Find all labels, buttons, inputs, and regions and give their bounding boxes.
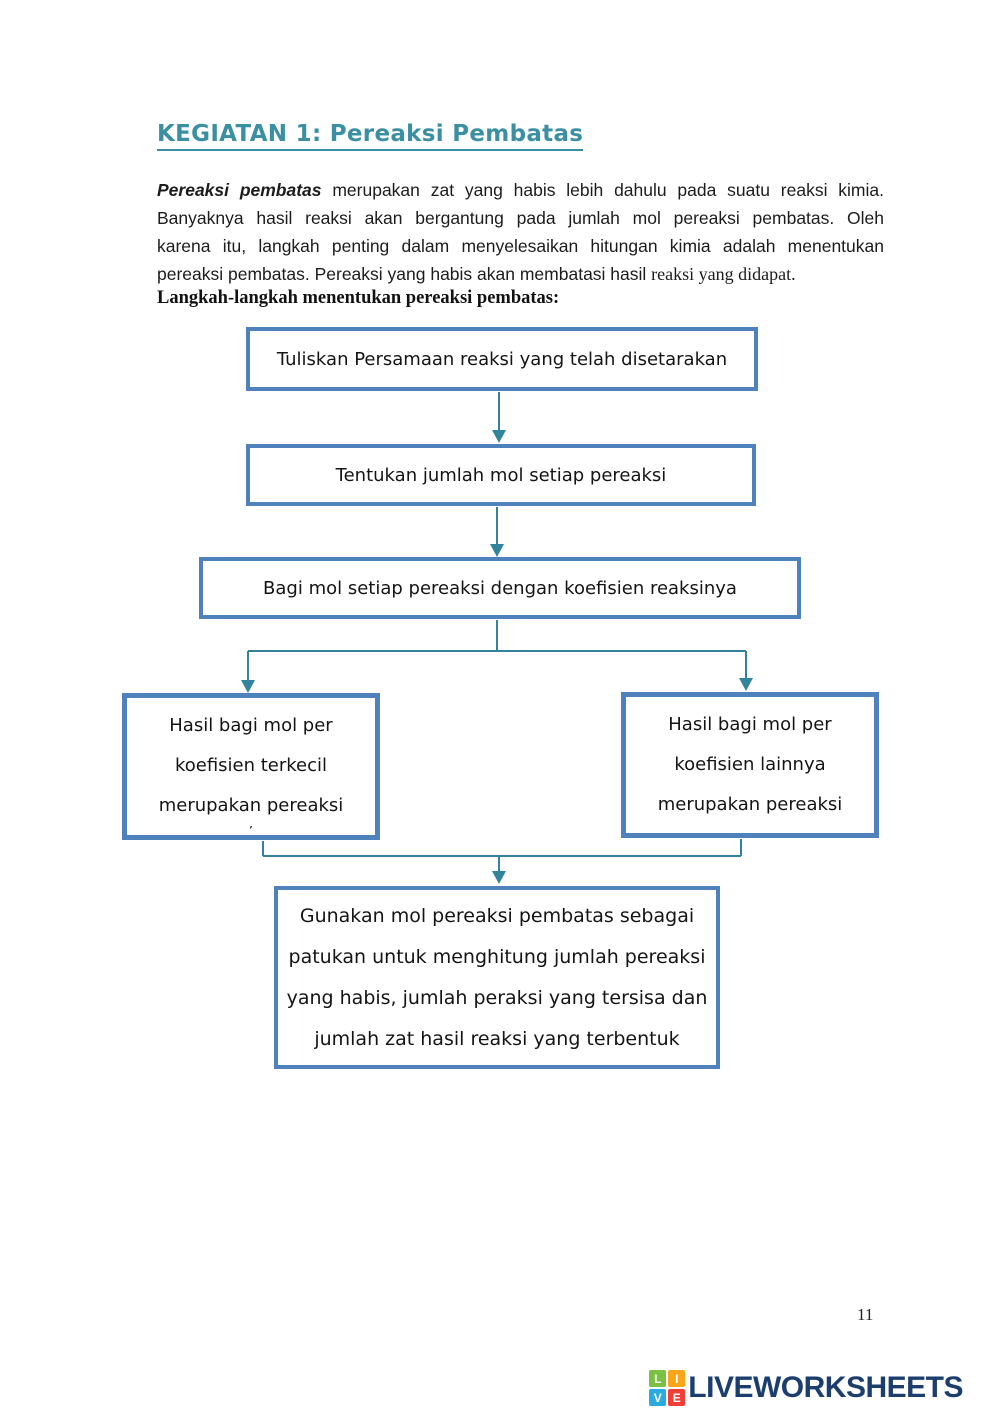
flow-final-line-4: jumlah zat hasil reaksi yang terbentuk [314,1027,680,1050]
liveworksheets-wordmark: LIVEWORKSHEETS [688,1371,963,1404]
steps-subheading: Langkah-langkah menentukan pereaksi pemb… [157,288,560,308]
intro-lead-bold: Pereaksi pembatas [157,180,322,200]
intro-paragraph: Pereaksi pembatas merupakan zat yang hab… [157,176,884,288]
page-title: KEGIATAN 1: Pereaksi Pembatas [157,121,584,151]
logo-tile-e: E [668,1389,686,1406]
intro-line-4: pereaksi pembatas. Pereaksi yang habis a… [157,260,884,288]
flow-branch-right-clipped-text: . [748,825,753,833]
flow-step-write-equation: Tuliskan Persamaan reaksi yang telah dis… [246,327,758,391]
intro-line-1: Pereaksi pembatas merupakan zat yang hab… [157,176,884,204]
flow-branch-other-coefficient: Hasil bagi mol per koefisien lainnya mer… [621,692,879,838]
flow-final-line-3: yang habis, jumlah peraksi yang tersisa … [286,986,708,1009]
logo-tile-i: I [668,1370,686,1387]
flow-step-determine-mol: Tentukan jumlah mol setiap pereaksi [246,444,756,506]
flow-branch-left-clipped-text: ʼ [248,826,254,835]
flow-branch-smallest-coefficient: Hasil bagi mol per koefisien terkecil me… [122,693,380,840]
intro-line-4-serif: reaksi yang didapat. [651,264,796,284]
flow-branch-left-line-3: merupakan pereaksi [158,795,344,816]
liveworksheets-logo[interactable]: L I V E LIVEWORKSHEETS [649,1370,963,1406]
liveworksheets-logo-icon: L I V E [649,1370,686,1406]
flow-step-use-limiting-reagent: Gunakan mol pereaksi pembatas sebagai pa… [274,886,720,1069]
flow-branch-right-line-1: Hasil bagi mol per [668,714,832,735]
flow-step-divide-by-coefficient: Bagi mol setiap pereaksi dengan koefisie… [199,557,801,619]
intro-line-3: karena itu, langkah penting dalam menyel… [157,236,884,256]
logo-tile-v: V [649,1389,667,1406]
page-number: 11 [857,1305,874,1324]
flow-branch-left-line-1: Hasil bagi mol per [169,715,333,736]
intro-line-4-sans: pereaksi pembatas. Pereaksi yang habis a… [157,264,652,284]
intro-line-2: Banyaknya hasil reaksi akan bergantung p… [157,208,884,228]
intro-line-1-rest: merupakan zat yang habis lebih dahulu pa… [321,180,884,200]
flow-final-line-1: Gunakan mol pereaksi pembatas sebagai [299,904,695,927]
flow-branch-right-line-2: koefisien lainnya [674,754,826,775]
logo-tile-l: L [649,1370,667,1387]
flow-final-line-2: patukan untuk menghitung jumlah pereaksi [288,945,706,968]
flow-branch-right-line-3: merupakan pereaksi [657,794,843,815]
flow-branch-left-line-2: koefisien terkecil [174,755,328,776]
